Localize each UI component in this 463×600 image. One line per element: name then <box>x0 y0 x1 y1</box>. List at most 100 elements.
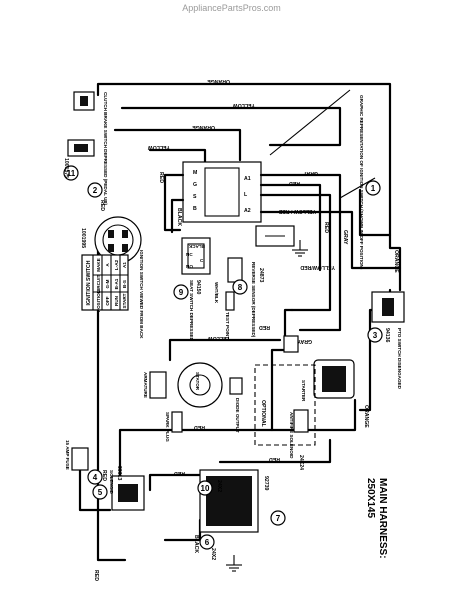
ignition-part-number: 1001995 <box>80 228 86 248</box>
callout-5: 5 <box>92 484 108 500</box>
solenoid-body <box>118 484 138 502</box>
wire-label-red: RED <box>269 456 280 462</box>
svg-text:8: 8 <box>238 283 243 292</box>
wire-label-yellow: YELLOW <box>148 144 170 150</box>
armature <box>149 371 167 399</box>
diode <box>229 377 243 395</box>
reverse-sensor-label: REVERSE SENSOR (DEPRESSED) <box>251 262 256 338</box>
optional-outline <box>254 364 316 446</box>
wire-label-wht-blk: WHT/BLK <box>214 282 219 304</box>
wire-label-yellow-red: YELLOW / RED <box>278 208 316 214</box>
wire-orange-right <box>358 188 392 237</box>
terminal-label: A2 <box>244 208 251 214</box>
clutch-connector-body <box>74 144 88 152</box>
ignition-terminal-2 <box>122 230 128 238</box>
callout-2: 2 <box>87 182 103 198</box>
solenoid-label: SOLENOID <box>109 470 114 495</box>
callout-10: 10 <box>197 480 213 496</box>
solenoid-part-number: 99613 <box>116 466 122 481</box>
wire-label-red: RED <box>323 222 329 233</box>
ignition-terminal-3 <box>108 244 114 252</box>
wire-label-yellow-red: YELLOW/RED <box>300 264 335 270</box>
clutch-brake-label: CLUTCH BRAKE SWITCH DEPRESSED (PEDAL UP) <box>103 92 108 205</box>
seat-switch-inner <box>187 243 205 269</box>
wire-label-red: RED <box>194 424 205 430</box>
stator <box>177 362 223 408</box>
test-point <box>225 291 235 311</box>
svg-text:3: 3 <box>373 331 378 340</box>
wire-label-red: RED <box>259 324 270 330</box>
graphic-pointer-line <box>339 177 376 199</box>
reverse-part-number: 24873 <box>258 268 264 283</box>
ignition-table-cell: B-S <box>122 280 127 288</box>
ignition-table-cell: B-A1 <box>114 278 119 289</box>
wire-red-cable <box>218 438 332 464</box>
battery-body <box>206 476 252 526</box>
svg-text:5: 5 <box>98 488 103 497</box>
ignition-terminal-1 <box>108 230 114 238</box>
svg-text:4: 4 <box>93 473 98 482</box>
svg-text:7: 7 <box>276 514 281 523</box>
terminal-label: B <box>193 206 197 212</box>
ignition-table-cell: L-A2 <box>114 259 119 270</box>
wire-label-gray: GRAY <box>297 338 312 344</box>
svg-text:2: 2 <box>93 186 98 195</box>
terminal-label: NO <box>186 264 193 269</box>
armature-label: ARMATURE <box>143 372 148 398</box>
wire-black-left <box>170 198 185 234</box>
fuse <box>71 447 89 471</box>
wire-red-fuse <box>78 468 112 512</box>
callout-4: 4 <box>87 469 103 485</box>
clutch-switch-plunger <box>80 96 88 106</box>
anti-afterfire-solenoid <box>293 409 309 433</box>
ignition-table-cell: START <box>122 293 127 308</box>
ignition-switch-table: IGNITION SWITCH POSITION CIRCUIT MAKE OF… <box>81 254 129 312</box>
ignition-table-header-position: POSITION <box>96 289 101 312</box>
callout-11: 11 <box>63 165 79 181</box>
wire-label-black: BLACK <box>193 535 199 553</box>
terminal-label: L <box>244 192 248 198</box>
graphic-representation-label: GRAPHIC REPRESENTATION OF IGNITION SWITC… <box>359 95 364 270</box>
callout-9: 9 <box>173 284 189 300</box>
ignition-terminal-4 <box>122 244 128 252</box>
starter-label: STARTER <box>301 380 306 402</box>
wire-label-yellow: YELLOW <box>233 102 255 108</box>
ignition-table-cell: G-M <box>105 279 110 288</box>
graphic-pointer-line <box>269 89 351 156</box>
wire-label-gray: GRAY <box>342 230 348 245</box>
wire-orange-top <box>96 82 402 292</box>
wire-yellow-right <box>259 183 322 272</box>
main-harness-title: MAIN HARNESS: <box>377 478 388 559</box>
ignition-switch-graphic-box <box>182 161 262 223</box>
ignition-switch-graphic-inner <box>204 167 240 217</box>
cable-label: 24X2 <box>210 548 216 560</box>
wire-red-right <box>259 193 332 312</box>
terminal-label: A1 <box>244 176 251 182</box>
callout-1: 1 <box>365 180 381 196</box>
watermark: AppliancePartsPros.com <box>182 3 281 13</box>
anti-afterfire-label: ANTIFIRE SOLENOID <box>289 412 294 459</box>
pto-part-number: 94136 <box>384 328 390 343</box>
terminal-label: M <box>193 170 197 176</box>
main-harness-part: 250X145 <box>365 478 376 518</box>
svg-text:11: 11 <box>67 169 76 178</box>
optional-label: OPTIONAL <box>260 400 266 428</box>
seat-switch-label: SEAT SWITCH DEPRESSED <box>189 280 194 342</box>
wire-label-red: RED <box>93 570 99 581</box>
spark-plug-label: SPARK PLUG <box>165 412 170 442</box>
wire-red-battery <box>148 473 202 492</box>
cable-label: 24X2 <box>216 480 222 492</box>
wire-label-red: RED <box>174 470 185 476</box>
ignition-view-label: IGNITION SWITCH VIEWED FROM BACK <box>139 250 144 339</box>
wire-yellow-top <box>120 106 342 147</box>
wire-yellow-stator <box>168 338 282 362</box>
cable-label: 24X24 <box>298 455 304 470</box>
wire-label-orange: ORANGE <box>192 124 215 130</box>
stator-core <box>189 374 211 396</box>
callout-6: 6 <box>199 534 215 550</box>
ignition-table-cell: A <box>105 263 110 267</box>
test-point-label: TEST POINT <box>225 312 230 339</box>
spark-plug <box>171 411 183 433</box>
ignition-table-cell: A1 <box>122 262 127 268</box>
